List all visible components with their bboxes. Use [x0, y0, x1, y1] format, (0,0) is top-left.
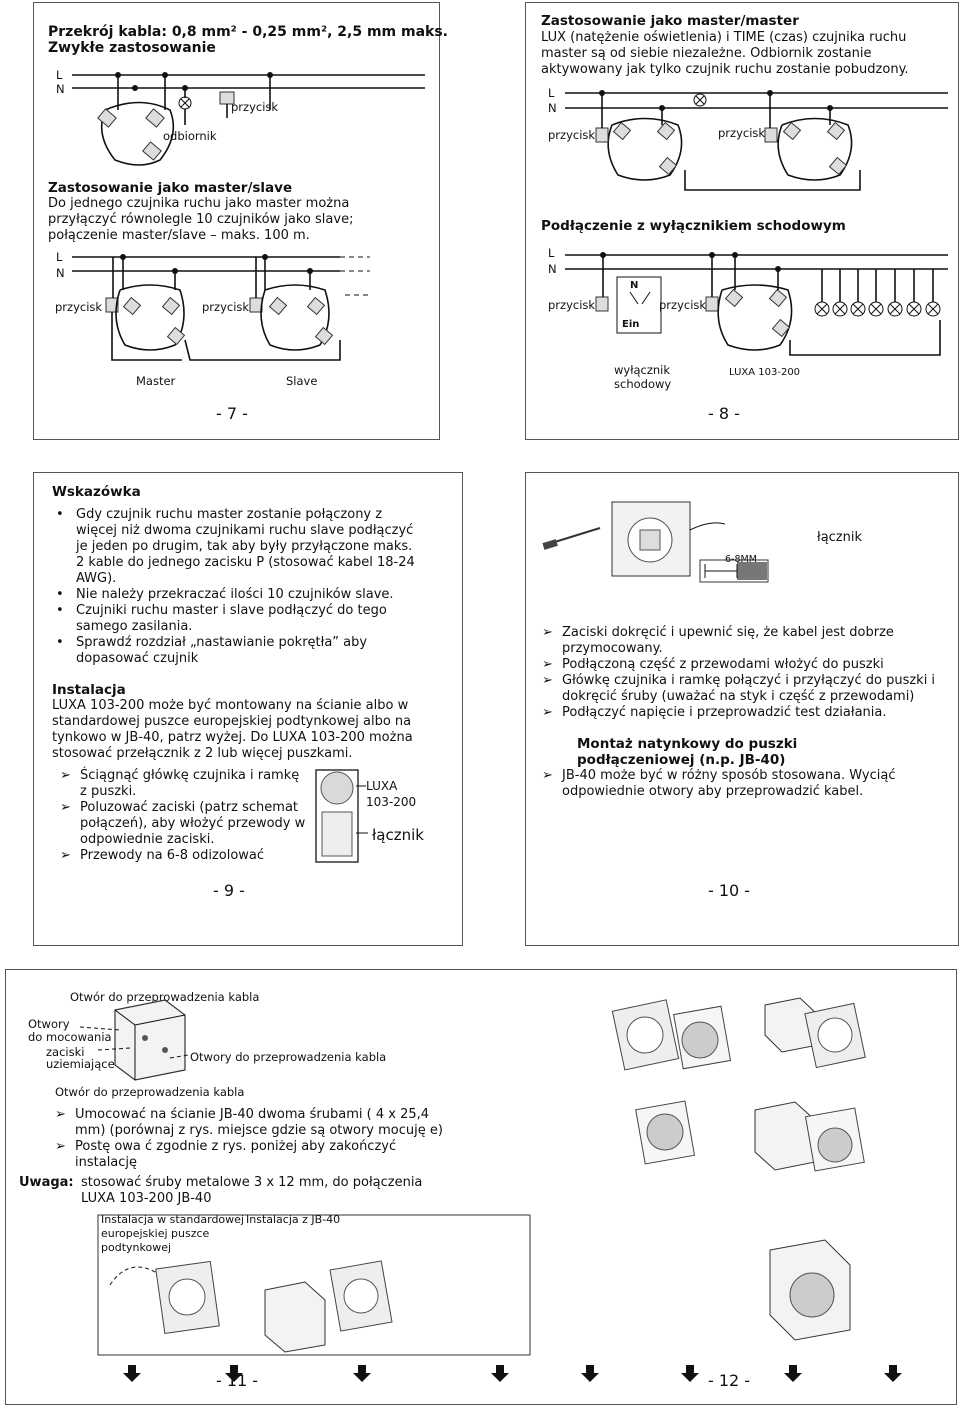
p10-montaz-list: ➢JB-40 może być w różny sposób stosowana…: [542, 768, 912, 800]
p11-uwaga-line2: LUXA 103-200 JB-40: [81, 1191, 212, 1206]
p9-page-number: - 9 -: [213, 881, 245, 900]
list-item: ➢Umocować na ścianie JB-40 dwoma śrubami…: [55, 1107, 443, 1138]
p8-wylacznik-label-1: wyłącznik: [614, 363, 671, 377]
p8-wylacznik-label-2: schodowy: [614, 377, 672, 391]
p11-steps-list: ➢Umocować na ścianie JB-40 dwoma śrubami…: [55, 1107, 455, 1171]
p10-mm-label: 6-8MM: [725, 554, 757, 565]
list-item: ➢Przewody na 6-8 odizolować: [60, 848, 265, 863]
p8-L-label: L: [548, 86, 555, 100]
p11-zaciski-label-1: zaciski: [46, 1045, 85, 1059]
p7-L-label: L: [56, 68, 63, 82]
p7-N-label-2: N: [56, 266, 65, 280]
p11-page-number: - 11 -: [216, 1371, 259, 1390]
p8-line2: master są od siebie niezależne. Odbiorni…: [541, 46, 872, 61]
p8-przycisk-label-3: przycisk: [548, 298, 596, 312]
p8-luxa-label: LUXA 103-200: [729, 367, 801, 378]
p8-diagram-2: [565, 252, 948, 356]
p7-sec2-line2: przyłączyć równolegle 10 czujników jako …: [48, 212, 354, 227]
p8-przycisk-label-4: przycisk: [659, 298, 707, 312]
p11-otwor-top-label: Otwór do przeprowadzenia kabla: [70, 990, 260, 1004]
p8-L-label-2: L: [548, 246, 555, 260]
p9-hint-list: •Gdy czujnik ruchu master zostanie połąc…: [56, 507, 416, 667]
p11-uwaga-line1: stosować śruby metalowe 3 x 12 mm, do po…: [81, 1175, 423, 1190]
list-item: ➢Poluzować zaciski (patrz schemat połącz…: [60, 800, 306, 847]
page-8-panel: [525, 2, 959, 440]
p7-przycisk-label-3: przycisk: [202, 300, 250, 314]
list-item: ➢Ściągnąć główkę czujnika i ramkę z pusz…: [60, 768, 300, 799]
page-9-panel: [33, 472, 463, 946]
p7-sec2-line3: połączenie master/slave – maks. 100 m.: [48, 228, 310, 243]
list-item: ➢Podłączyć napięcie i przeprowadzić test…: [542, 705, 887, 720]
p8-title: Zastosowanie jako master/master: [541, 13, 799, 29]
p8-N-label-2: N: [548, 262, 557, 276]
p9-luxa-label-1: LUXA: [366, 779, 398, 793]
p7-title: Przekrój kabla: 0,8 mm² - 0,25 mm², 2,5 …: [48, 24, 448, 40]
list-item: ➢Postę owa ć zgodnie z rys. poniżej aby …: [55, 1139, 397, 1170]
p7-subtitle: Zwykłe zastosowanie: [48, 40, 216, 56]
p9-lacznik-label: łącznik: [372, 826, 424, 844]
list-item: •Nie należy przekraczać ilości 10 czujni…: [56, 587, 394, 602]
p9-inst-text: LUXA 103-200 może być montowany na ścian…: [52, 698, 413, 761]
p10-montaz-title: Montaż natynkowy do puszki podłączeniowe…: [577, 736, 798, 768]
p9-device-illustration: [315, 769, 368, 863]
list-item: ➢Zaciski dokręcić i upewnić się, że kabe…: [542, 625, 894, 656]
p11-otwory-label-2: do mocowania: [28, 1030, 112, 1044]
p7-sec2-line1: Do jednego czujnika ruchu jako master mo…: [48, 196, 350, 211]
p7-master-label: Master: [136, 374, 176, 388]
p9-steps-list: ➢Ściągnąć główkę czujnika i ramkę z pusz…: [60, 768, 308, 864]
p8-przycisk-label-2: przycisk: [718, 126, 766, 140]
p9-luxa-label-2: 103-200: [366, 795, 417, 809]
p12-page-number: - 12 -: [708, 1371, 751, 1390]
p11-inst1-label-1: Instalacja w standardowej: [101, 1213, 244, 1226]
p11-inst1-label-2: europejskiej puszce: [101, 1227, 210, 1240]
p7-diagram-1: [72, 72, 425, 166]
p11-otwor-right-label: Otwory do przeprowadzenia kabla: [190, 1050, 387, 1064]
p8-line3: aktywowany jak tylko czujnik ruchu zosta…: [541, 62, 909, 77]
p8-page-number: - 8 -: [708, 404, 740, 423]
p11-inst2-label: Instalacja z JB-40: [246, 1213, 341, 1226]
p9-inst-title: Instalacja: [52, 682, 126, 698]
page-10-panel: [525, 472, 959, 946]
p9-hint-title: Wskazówka: [52, 484, 141, 500]
p10-wiring-illustration: [542, 501, 769, 583]
p7-przycisk-label-1: przycisk: [231, 100, 279, 114]
list-item: •Sprawdź rozdział „nastawianie pokrętła”…: [56, 635, 368, 666]
p11-zaciski-label-2: uziemiające: [46, 1057, 115, 1071]
p7-sec2-title: Zastosowanie jako master/slave: [48, 180, 293, 196]
list-item: •Gdy czujnik ruchu master zostanie połąc…: [56, 507, 415, 586]
p8-switch-N-label: N: [630, 280, 639, 291]
p8-N-label: N: [548, 101, 557, 115]
p11-inst1-label-3: podtynkowej: [101, 1241, 172, 1254]
list-item: •Czujniki ruchu master i slave podłączyć…: [56, 603, 387, 634]
p7-przycisk-label-2: przycisk: [55, 300, 103, 314]
list-item: ➢JB-40 może być w różny sposób stosowana…: [542, 768, 896, 799]
list-item: ➢Podłączoną część z przewodami włożyć do…: [542, 657, 884, 672]
p7-odbiornik-label: odbiornik: [163, 129, 217, 143]
p8-diagram-1: [565, 90, 948, 191]
p8-ein-label: Ein: [622, 319, 640, 330]
p10-page-number: - 10 -: [708, 881, 751, 900]
p11-otwor-bottom-label: Otwór do przeprowadzenia kabla: [55, 1085, 245, 1099]
p8-line1: LUX (natężenie oświetlenia) i TIME (czas…: [541, 30, 907, 45]
p7-diagram-2: [72, 254, 370, 361]
p7-page-number: - 7 -: [216, 404, 248, 423]
p8-sec2-title: Podłączenie z wyłącznikiem schodowym: [541, 218, 846, 234]
p7-L-label-2: L: [56, 250, 63, 264]
p11-otwory-label-1: Otwory: [28, 1017, 70, 1031]
p10-lacznik-label: łącznik: [817, 530, 863, 545]
p7-slave-label: Slave: [286, 374, 318, 388]
p11-uwaga-label: Uwaga:: [19, 1175, 74, 1190]
list-item: ➢Główkę czujnika i ramkę połączyć i przy…: [542, 673, 936, 704]
p7-N-label: N: [56, 82, 65, 96]
p8-przycisk-label-1: przycisk: [548, 128, 596, 142]
p10-steps-list: ➢Zaciski dokręcić i upewnić się, że kabe…: [542, 625, 937, 721]
